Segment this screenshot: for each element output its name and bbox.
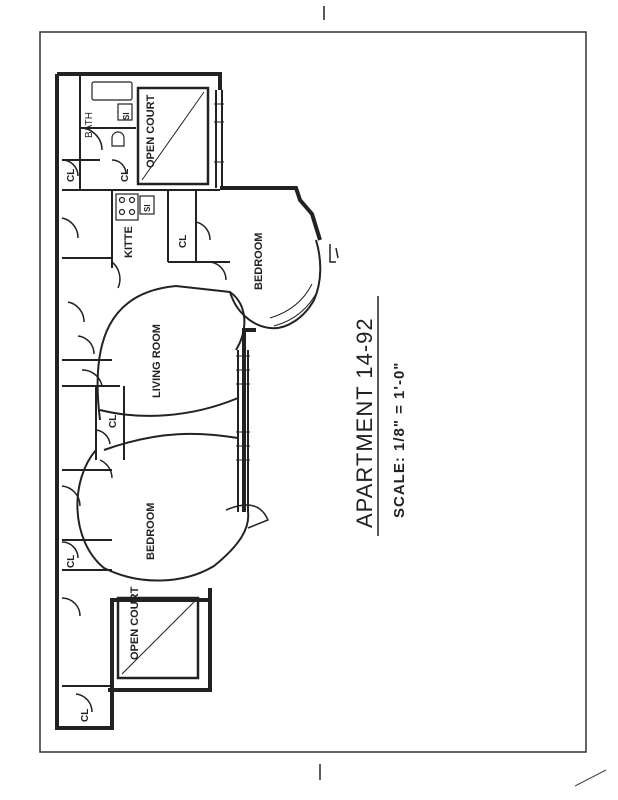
stove-icon xyxy=(115,193,139,221)
scan-mark-corner xyxy=(574,769,607,787)
closet-label-2: CL xyxy=(120,169,131,182)
room-label-open-court-bottom: OPEN COURT xyxy=(129,586,141,660)
kitchen-sink-icon xyxy=(139,195,155,215)
closet-label-3: CL xyxy=(178,235,189,248)
room-label-bedroom-right: BEDROOM xyxy=(253,233,265,290)
open-court-bottom-area xyxy=(116,596,200,680)
sink-label-bath: SI xyxy=(122,112,131,120)
closet-label-4: CL xyxy=(108,415,119,428)
bay-window xyxy=(269,283,319,327)
toilet-icon xyxy=(111,131,125,147)
bath-sink-icon xyxy=(117,103,133,121)
door-swings xyxy=(61,127,339,713)
sheet-border xyxy=(39,31,587,753)
room-label-bath: BATH xyxy=(84,112,95,138)
right-wall xyxy=(215,90,249,512)
room-curves xyxy=(76,239,322,582)
sink-label-kitchen: SI xyxy=(143,204,152,212)
bath-fixtures xyxy=(91,81,133,147)
room-label-living-room: LIVING ROOM xyxy=(151,324,163,398)
windows xyxy=(214,103,250,461)
bathtub-icon xyxy=(91,81,133,101)
room-label-kitte: KITTE xyxy=(123,226,135,258)
closet-label-1: CL xyxy=(66,169,77,182)
open-court-top-area xyxy=(136,86,210,186)
interior-walls xyxy=(62,74,230,687)
kitchen-fixtures xyxy=(115,193,155,221)
room-label-open-court-top: OPEN COURT xyxy=(145,94,157,168)
plan-title: APARTMENT 14-92 xyxy=(352,317,377,528)
room-label-bedroom-left: BEDROOM xyxy=(145,503,157,560)
plan-scale: SCALE: 1/8" = 1'-0" xyxy=(391,362,408,518)
closet-label-6: CL xyxy=(80,709,91,722)
closet-label-5: CL xyxy=(66,555,77,568)
